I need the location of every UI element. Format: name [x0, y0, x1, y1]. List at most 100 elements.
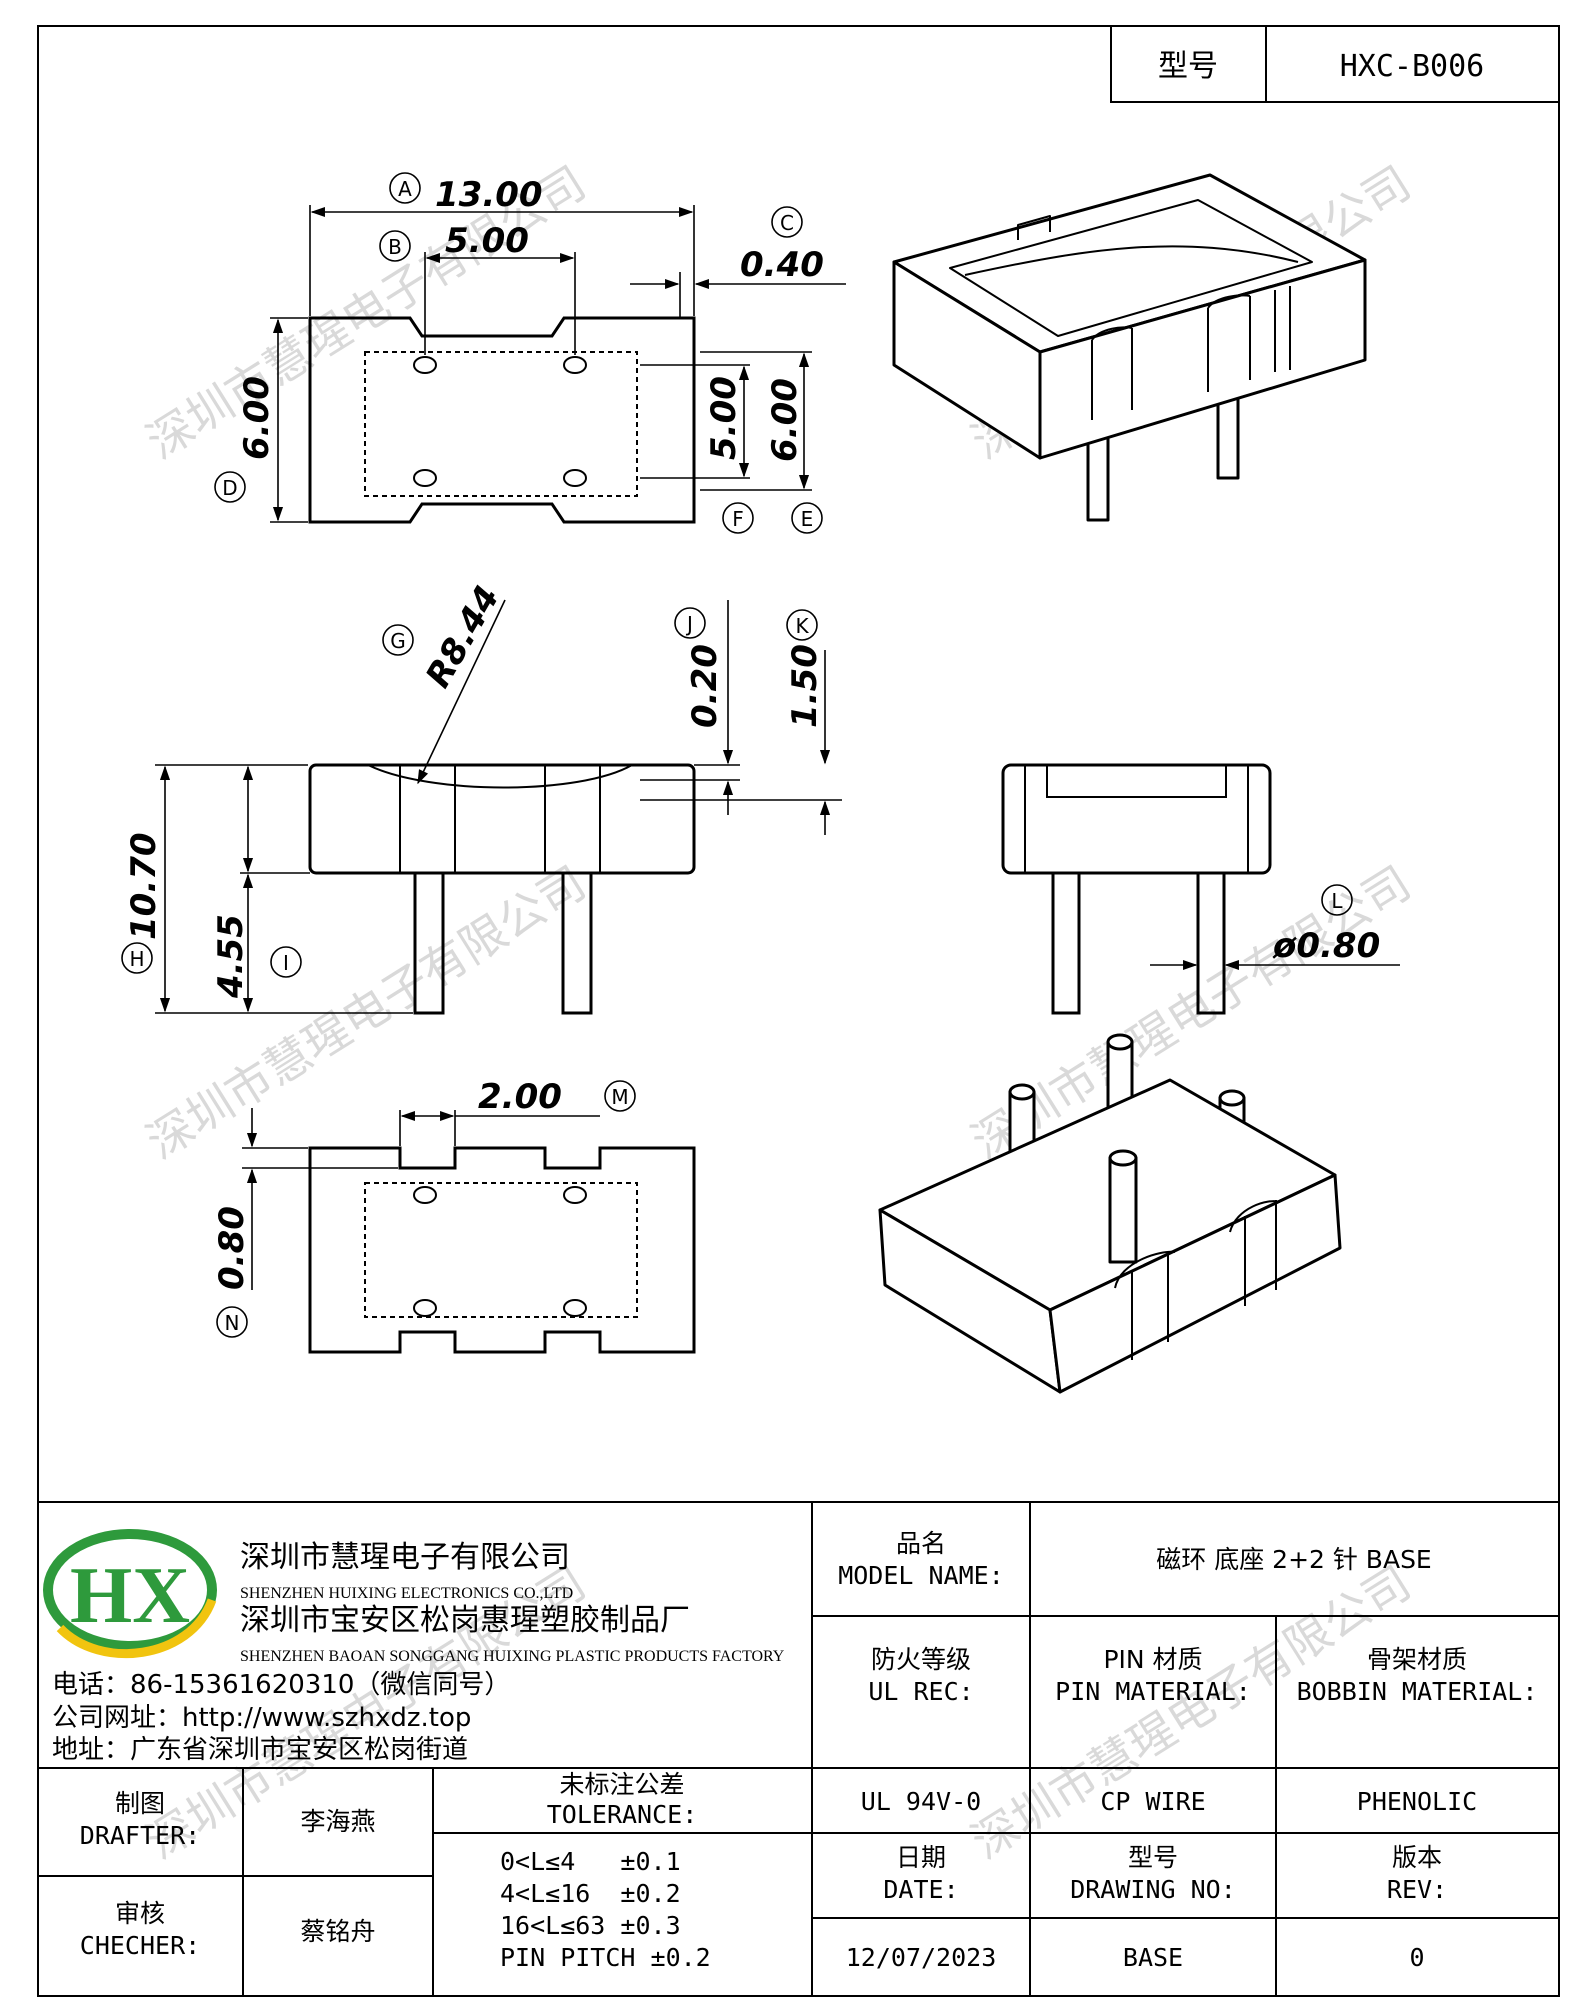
date-value: 12/07/2023	[846, 1943, 997, 1972]
company-address: 地址：广东省深圳市宝安区松岗街道	[52, 1735, 468, 1765]
dim-h-value: 10.70	[124, 832, 164, 940]
rev-label-en: REV:	[1387, 1875, 1447, 1904]
company-website: 公司网址：http://www.szhxdz.top	[52, 1703, 471, 1733]
factory-name-cn: 深圳市宝安区松岗惠瑆塑胶制品厂	[240, 1603, 690, 1638]
bobbin-value: PHENOLIC	[1357, 1787, 1477, 1816]
callout-c	[771, 206, 803, 238]
dim-g-value: R8.44	[418, 579, 508, 694]
callout-f	[722, 502, 754, 534]
callout-k	[786, 609, 818, 641]
svg-text:B: B	[388, 235, 402, 259]
dim-e-value: 6.00	[765, 378, 805, 462]
callout-b	[379, 230, 411, 262]
tolerance-line-3: 16<L≤63 ±0.3	[500, 1911, 681, 1940]
bobbin-label-en: BOBBIN MATERIAL:	[1297, 1677, 1538, 1706]
top-view	[308, 316, 696, 524]
company-logo: HX	[43, 1529, 217, 1659]
callout-a	[389, 172, 421, 204]
title-block	[38, 1501, 1559, 1996]
callout-d	[214, 471, 246, 503]
rev-label-cn: 版本	[1392, 1843, 1442, 1872]
checker-label-cn: 审核	[115, 1899, 165, 1928]
checker-name: 蔡铭舟	[300, 1917, 375, 1946]
iso-view-top	[892, 173, 1367, 522]
dim-i-value: 4.55	[211, 914, 251, 999]
date-label-en: DATE:	[883, 1875, 958, 1904]
drafter-label-cn: 制图	[115, 1789, 165, 1818]
svg-text:J: J	[685, 612, 693, 636]
factory-name-en: SHENZHEN BAOAN SONGGANG HUIXING PLASTIC …	[240, 1648, 785, 1665]
dim-j-value: 0.20	[685, 644, 725, 728]
callout-g	[382, 624, 414, 656]
company-phone: 电话：86-15361620310（微信同号）	[52, 1670, 510, 1700]
front-view	[1001, 763, 1272, 1015]
date-label-cn: 日期	[896, 1843, 946, 1872]
svg-text:H: H	[129, 947, 144, 971]
dim-l-value: ø0.80	[1272, 926, 1380, 966]
bottom-view	[308, 1146, 696, 1354]
dim-c-value: 0.40	[740, 245, 824, 285]
svg-text:E: E	[801, 507, 814, 531]
side-view	[308, 763, 696, 1015]
header-model-box: 型号 HXC-B006	[1110, 25, 1560, 103]
tolerance-line-2: 4<L≤16 ±0.2	[500, 1879, 681, 1908]
svg-text:C: C	[780, 211, 794, 235]
top-view-dims	[270, 205, 846, 523]
callout-m	[604, 1080, 636, 1112]
company-name-en: SHENZHEN HUIXING ELECTRONICS CO.,LTD	[240, 1585, 573, 1602]
drafter-name: 李海燕	[300, 1807, 375, 1836]
ul-label-en: UL REC:	[868, 1677, 973, 1706]
header-model-label: 型号	[1158, 49, 1218, 84]
callout-e	[791, 502, 823, 534]
sheet-border	[37, 25, 1560, 1997]
side-view-dims	[155, 599, 842, 1014]
tolerance-line-1: 0<L≤4 ±0.1	[500, 1847, 681, 1876]
bottom-view-labels: 2.00 M 0.80 N	[212, 1077, 636, 1338]
top-view-labels: A 13.00 B 5.00 C 0.40 D 6.00 F 5.00 E 6.…	[214, 172, 824, 534]
callout-h	[121, 942, 153, 974]
drawing-label-cn: 型号	[1128, 1843, 1178, 1872]
svg-text:K: K	[795, 614, 809, 638]
svg-text:M: M	[611, 1085, 628, 1109]
svg-text:A: A	[398, 177, 412, 201]
title-block-text: 品名 MODEL NAME: 磁环 底座 2+2 针 BASE 防火等级 UL …	[80, 1529, 1538, 1972]
svg-text:I: I	[283, 951, 289, 975]
checker-label-en: CHECHER:	[80, 1931, 200, 1960]
tolerance-label-cn: 未标注公差	[559, 1770, 684, 1799]
bottom-view-dims	[242, 1108, 600, 1290]
callout-i	[270, 946, 302, 978]
dim-b-value: 5.00	[445, 221, 529, 261]
dim-a-value: 13.00	[435, 175, 543, 215]
tolerance-line-4: PIN PITCH ±0.2	[500, 1943, 711, 1972]
drafter-label-en: DRAFTER:	[80, 1821, 200, 1850]
dim-n-value: 0.80	[212, 1206, 252, 1290]
svg-text:G: G	[390, 629, 406, 653]
dim-f-value: 5.00	[704, 376, 744, 460]
dim-m-value: 2.00	[478, 1077, 562, 1117]
callout-l	[1321, 884, 1353, 916]
callout-j	[674, 607, 706, 639]
svg-text:L: L	[1331, 889, 1343, 913]
svg-text:N: N	[225, 1311, 240, 1335]
dim-k-value: 1.50	[785, 644, 825, 728]
pin-value: CP WIRE	[1100, 1787, 1205, 1816]
svg-text:F: F	[732, 507, 744, 531]
company-name-cn: 深圳市慧瑆电子有限公司	[240, 1540, 570, 1575]
drawing-label-en: DRAWING NO:	[1070, 1875, 1236, 1904]
model-name-label-cn: 品名	[896, 1529, 946, 1558]
tolerance-label-en: TOLERANCE:	[547, 1800, 698, 1829]
front-view-labels: L ø0.80	[1272, 884, 1380, 966]
pin-label-cn: PIN 材质	[1103, 1645, 1202, 1674]
logo-text: HX	[70, 1552, 190, 1640]
callout-n	[216, 1306, 248, 1338]
svg-text:D: D	[222, 476, 237, 500]
model-name-value: 磁环 底座 2+2 针 BASE	[1156, 1545, 1431, 1574]
rev-value: 0	[1409, 1943, 1424, 1972]
iso-view-bottom	[878, 1033, 1342, 1394]
header-model-value: HXC-B006	[1340, 49, 1485, 84]
drawing-value: BASE	[1123, 1943, 1183, 1972]
tolerance-lines: 0<L≤4 ±0.1 4<L≤16 ±0.2 16<L≤63 ±0.3 PIN …	[500, 1847, 711, 1972]
bobbin-label-cn: 骨架材质	[1367, 1645, 1467, 1674]
model-name-label-en: MODEL NAME:	[838, 1561, 1004, 1590]
